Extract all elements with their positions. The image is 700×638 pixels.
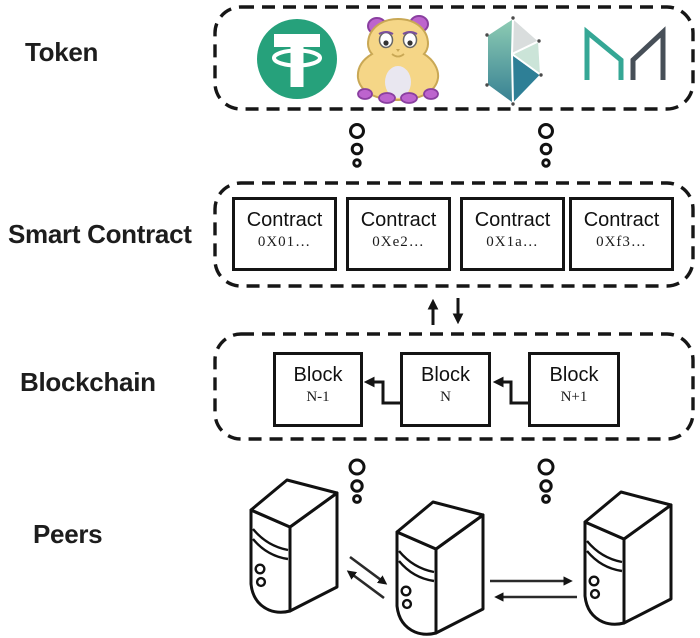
block-index: N+1 [560, 389, 588, 405]
contract-title: Contract [474, 209, 551, 231]
peer2-peer1-arrow [346, 570, 385, 600]
dotted-connector-top-left [349, 123, 365, 168]
layer-label-blockchain: Blockchain [20, 367, 156, 397]
dotted-connector-top-right [538, 123, 554, 168]
kyber-icon [485, 16, 543, 106]
block-card-n: Block N [400, 352, 491, 427]
cryptokitty-icon [356, 15, 440, 104]
contract-address: 0Xe2… [372, 234, 425, 250]
contract-blockchain-arrows [427, 298, 464, 325]
tether-icon [257, 19, 337, 99]
dotted-connector-bottom-left [348, 458, 366, 504]
maker-icon [584, 26, 666, 80]
block-index: N-1 [306, 389, 330, 405]
peer-server-2 [395, 500, 485, 636]
peer-server-3 [583, 490, 673, 626]
dotted-connector-bottom-right [537, 458, 555, 504]
block-title: Block [549, 364, 599, 386]
contract-group-box [213, 181, 695, 288]
block-title: Block [421, 364, 470, 386]
contract-address: 0X01… [257, 234, 312, 250]
block-link-arrows [363, 376, 528, 405]
contract-title: Contract [583, 209, 660, 231]
token-group-box [213, 5, 695, 111]
peer-link-arrows [346, 555, 577, 602]
contract-card-2: Contract 0Xe2… [346, 197, 451, 271]
block-n1-to-n-arrow [492, 376, 528, 405]
contract-address: 0X1a… [486, 234, 539, 250]
block-card-n+1: Block N+1 [528, 352, 620, 427]
contract-card-3: Contract 0X1a… [460, 197, 565, 271]
contract-title: Contract [360, 209, 437, 231]
contract-card-4: Contract 0Xf3… [569, 197, 674, 271]
block-n-to-n-1-arrow [363, 376, 400, 405]
contract-title: Contract [246, 209, 323, 231]
block-index: N [440, 389, 451, 405]
contract-address: 0Xf3… [596, 234, 647, 250]
layer-label-smart-contract: Smart Contract [8, 219, 192, 249]
layer-label-token: Token [25, 37, 99, 67]
layer-label-peers: Peers [33, 519, 103, 549]
block-card-n-1: Block N-1 [273, 352, 363, 427]
block-title: Block [293, 364, 343, 386]
contract-card-1: Contract 0X01… [232, 197, 337, 271]
peer1-peer2-arrow [349, 555, 388, 585]
peer-server-1 [249, 478, 339, 614]
blockchain-group-box [213, 332, 695, 441]
